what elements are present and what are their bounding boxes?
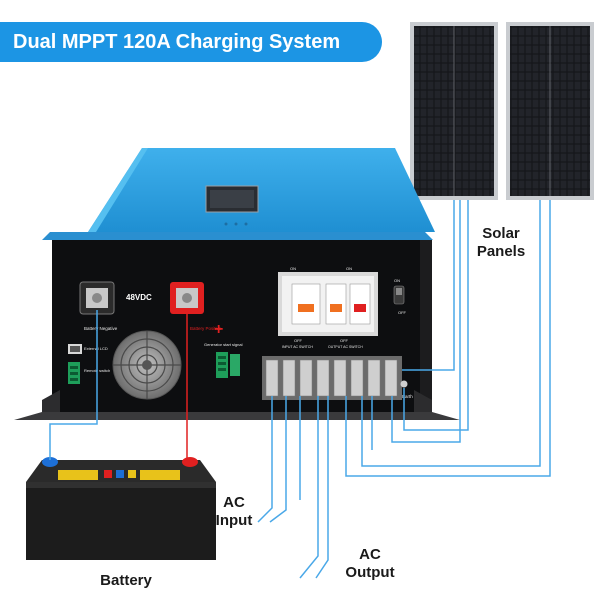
ac-output-label: AC Output	[345, 546, 395, 581]
generator-start-label: Generator start signal	[204, 342, 243, 347]
title-banner: Dual MPPT 120A Charging System	[0, 22, 382, 62]
ac-breaker-panel	[278, 272, 378, 336]
battery-negative-label: Battery Negative	[84, 326, 118, 331]
solar-panel-right	[506, 22, 594, 200]
breaker-on-left: ON	[290, 266, 296, 271]
solar-panel-left	[410, 22, 498, 200]
wiring	[49, 200, 551, 579]
breaker-on-right: ON	[346, 266, 352, 271]
battery-positive-label: Battery Positive	[190, 326, 222, 331]
cooling-fan	[112, 330, 182, 400]
external-lcd-label: External LCD	[84, 346, 108, 351]
remote-switch-port	[68, 362, 80, 384]
input-off-label: OFF	[294, 338, 303, 343]
battery-negative-terminal	[79, 281, 115, 315]
battery	[26, 457, 216, 560]
power-off-label: OFF	[398, 310, 407, 315]
power-on-label: ON	[394, 278, 400, 283]
generator-start-connector	[216, 352, 240, 378]
output-switch-label: OUTPUT AC SWITCH	[328, 345, 363, 349]
battery-positive-terminal	[170, 282, 204, 314]
earth-label: Earth	[402, 394, 413, 399]
input-switch-label: INPUT AC SWITCH	[282, 345, 313, 349]
power-switch	[393, 285, 405, 305]
output-off-label: OFF	[340, 338, 349, 343]
ac-input-label: AC Input	[215, 494, 253, 529]
battery-label: Battery	[100, 572, 152, 589]
solar-panels-label: Solar Panels	[476, 225, 526, 260]
voltage-label: 48VDC	[126, 293, 152, 302]
terminal-block	[262, 356, 408, 400]
plus-sign: +	[214, 321, 223, 338]
external-lcd-port	[68, 344, 82, 354]
